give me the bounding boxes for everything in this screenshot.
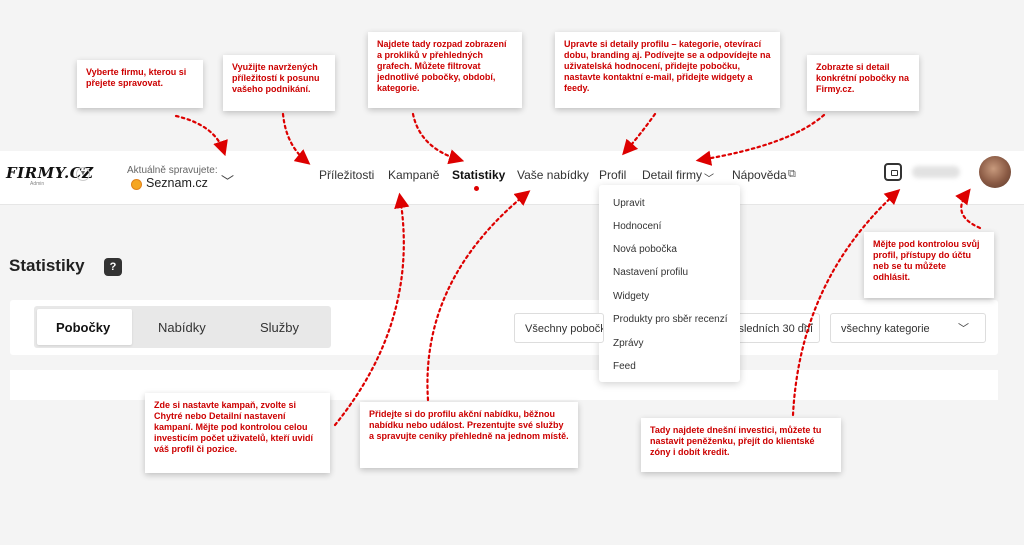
arrow-profile — [622, 112, 657, 156]
callout-offers: Přidejte si do profilu akční nabídku, bě… — [360, 402, 578, 468]
managed-firm-name[interactable]: Seznam.cz — [146, 176, 208, 190]
branches-select-label: Všechny pobočky — [525, 323, 604, 335]
category-chevron-down-icon: ﹀ — [958, 323, 969, 335]
dropdown-item-new-branch[interactable]: Nová pobočka — [613, 244, 677, 255]
callout-opportunities: Využijte navržených příležitostí k posun… — [223, 55, 335, 111]
logo-subtitle: Admin — [30, 181, 45, 187]
period-select-label: Posledních 30 dní — [725, 323, 814, 335]
managing-label: Aktuálně spravujete: — [127, 165, 218, 176]
tab-branches[interactable]: Pobočky — [56, 320, 111, 335]
callout-statistics: Najdete tady rozpad zobrazení a prokliků… — [368, 32, 522, 108]
nav-offers[interactable]: Vaše nabídky — [517, 168, 589, 182]
callout-campaigns: Zde si nastavte kampaň, zvolte si Chytré… — [145, 393, 330, 473]
callout-account: Mějte pod kontrolou svůj profil, přístup… — [864, 232, 994, 298]
firm-detail-dropdown — [599, 185, 740, 382]
category-select-label: všechny kategorie — [841, 323, 930, 335]
dropdown-item-feed[interactable]: Feed — [613, 361, 636, 372]
callout-wallet: Tady najdete dnešní investici, můžete tu… — [641, 418, 841, 472]
avatar[interactable] — [979, 156, 1011, 188]
dropdown-item-profile-settings[interactable]: Nastavení profilu — [613, 267, 689, 278]
firmy-logo[interactable]: FIRMY.CZ — [6, 164, 94, 182]
dropdown-item-edit[interactable]: Upravit — [613, 198, 645, 209]
callout-firm: Vyberte firmu, kterou si přejete spravov… — [77, 60, 203, 108]
dropdown-item-reviews[interactable]: Hodnocení — [613, 221, 662, 232]
arrow-firm — [174, 114, 228, 157]
firm-detail-chevron-down-icon[interactable]: ﹀ — [704, 174, 714, 185]
active-tab-indicator — [474, 186, 479, 191]
firm-logo-icon — [131, 179, 142, 190]
dropdown-item-widgets[interactable]: Widgety — [613, 291, 650, 302]
page-title: Statistiky — [9, 256, 85, 275]
nav-statistics[interactable]: Statistiky — [452, 168, 506, 182]
dropdown-item-review-products[interactable]: Produkty pro sběr recenzí — [613, 314, 728, 325]
user-name-blurred[interactable] — [912, 166, 960, 178]
logo-chevron-down-icon[interactable]: ▼ — [76, 167, 90, 181]
callout-profile: Upravte si detaily profilu – kategorie, … — [555, 32, 780, 108]
branches-select[interactable]: Všechny pobočky — [514, 313, 604, 343]
tab-offers[interactable]: Nabídky — [158, 320, 206, 335]
nav-profile[interactable]: Profil — [599, 168, 627, 182]
nav-opportunities[interactable]: Příležitosti — [319, 168, 375, 182]
tab-active-background — [37, 309, 132, 345]
tab-services[interactable]: Služby — [260, 320, 300, 335]
dropdown-item-messages[interactable]: Zprávy — [613, 338, 644, 349]
help-icon[interactable]: ? — [104, 258, 122, 276]
firm-switch-chevron-down-icon[interactable]: ﹀ — [221, 174, 235, 189]
nav-help[interactable]: Nápověda — [732, 168, 787, 182]
wallet-icon[interactable] — [884, 163, 902, 181]
period-chevron-down-icon: ﹀ — [802, 323, 813, 335]
nav-firm-detail[interactable]: Detail firmy — [642, 168, 703, 182]
nav-campaigns[interactable]: Kampaně — [388, 168, 440, 182]
arrow-offers — [426, 190, 531, 402]
callout-firm-detail: Zobrazte si detail konkrétní pobočky na … — [807, 55, 919, 111]
external-link-icon: ⧉ — [788, 168, 796, 180]
